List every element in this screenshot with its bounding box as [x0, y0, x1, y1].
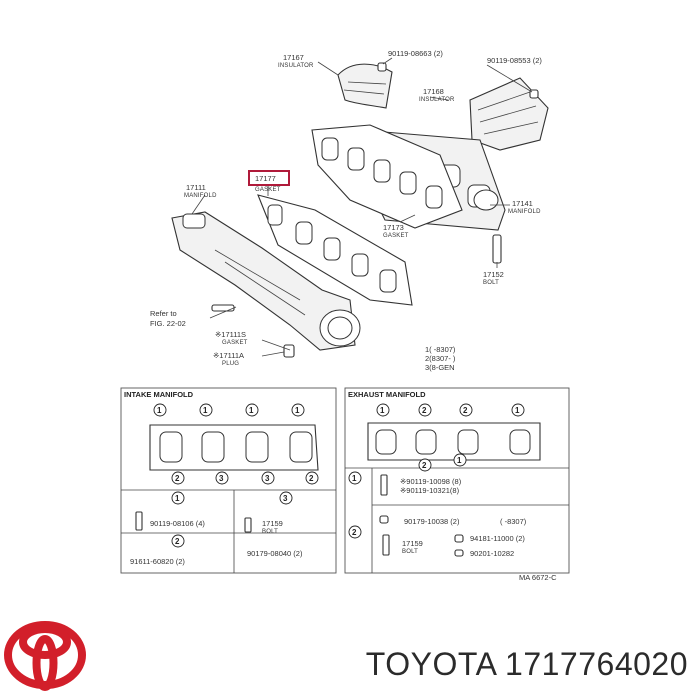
intake-manifold-panel: INTAKE MANIFOLD 1 1 1 1 2 3 3 2 1 3 2 90… — [120, 387, 337, 574]
label-17111: 17111 — [186, 183, 206, 192]
svg-text:1: 1 — [175, 494, 180, 503]
svg-text:2: 2 — [309, 474, 314, 483]
bolt-17152 — [492, 234, 502, 264]
label-17177-sub: GASKET — [255, 187, 281, 193]
insulator-17168 — [469, 77, 549, 151]
exhaust-90201-label: 90201-10282 — [470, 549, 514, 558]
svg-text:3: 3 — [283, 494, 288, 503]
intake-bolt-icon — [135, 511, 143, 531]
svg-text:1: 1 — [295, 406, 300, 415]
exhaust-17159-label: 17159 — [402, 539, 423, 548]
svg-text:3: 3 — [265, 474, 270, 483]
exhaust-bolt-b-label: ※90119-10321(8) — [400, 486, 460, 495]
svg-text:2: 2 — [175, 474, 180, 483]
label-refer-to: Refer to — [150, 309, 177, 318]
exhaust-bolt-icon — [380, 474, 388, 496]
toyota-logo-icon — [4, 621, 86, 691]
svg-text:2: 2 — [463, 406, 468, 415]
svg-text:2: 2 — [175, 537, 180, 546]
intake-bolt-label: 90119-08106 (4) — [150, 519, 205, 528]
brand-footer — [4, 621, 86, 691]
year-legend: 1( -8307) 2(8307- ) 3(8-GEN — [425, 345, 456, 372]
svg-text:1: 1 — [249, 406, 254, 415]
exhaust-bolt-a-label: ※90119-10098 (8) — [400, 477, 462, 486]
svg-text:2: 2 — [352, 528, 357, 537]
svg-text:1: 1 — [157, 406, 162, 415]
insulator-17167 — [337, 63, 393, 109]
svg-text:2: 2 — [422, 406, 427, 415]
label-17167-sub: INSULATOR — [278, 63, 314, 69]
exhaust-range-label: ( -8307) — [500, 517, 527, 526]
exhaust-gasket-drawing — [367, 422, 541, 461]
label-17173-sub: GASKET — [383, 233, 409, 239]
label-17111s: ※17111S — [215, 330, 246, 339]
exhaust-17159-icon — [382, 534, 390, 556]
label-17111a-sub: PLUG — [222, 361, 239, 367]
exhaust-94181-label: 94181-11000 (2) — [470, 534, 525, 543]
label-bolt-top-left: 90119-08663 (2) — [388, 49, 443, 58]
label-17168: 17168 — [423, 87, 444, 96]
intake-nut-label: 91611-60820 (2) — [130, 557, 185, 566]
exhaust-90201-icon — [454, 549, 464, 557]
svg-text:1: 1 — [515, 406, 520, 415]
gasket-17111s — [211, 304, 235, 312]
intake-17159-sub: BOLT — [262, 529, 278, 535]
leader-lines — [191, 57, 533, 357]
brand-caption: TOYOTA 1717764020 — [366, 646, 688, 683]
svg-text:2: 2 — [422, 461, 427, 470]
svg-text:1: 1 — [380, 406, 385, 415]
intake-90179-label: 90179-08040 (2) — [247, 549, 303, 558]
intake-panel-title: INTAKE MANIFOLD — [124, 390, 194, 399]
exhaust-manifold-panel: EXHAUST MANIFOLD 1 2 2 1 1 2 1 2 ※90119-… — [344, 387, 570, 574]
intake-manifold-17111 — [171, 211, 361, 351]
highlight-box-17177 — [248, 170, 290, 186]
intake-gasket-drawing — [149, 424, 319, 471]
plug-17111a — [283, 344, 295, 358]
part-number: 1717764020 — [505, 646, 688, 682]
intake-number-circles: 1 1 1 1 2 3 3 2 1 3 2 — [153, 403, 319, 548]
legend-line-2: 2(8307- ) — [425, 354, 456, 363]
exhaust-17159-sub: BOLT — [402, 549, 418, 555]
label-refer-fig: FIG. 22-02 — [150, 319, 186, 328]
diagram-code: MA 6672-C — [519, 573, 557, 582]
label-17141-sub: MANIFOLD — [508, 209, 541, 215]
legend-line-3: 3(8-GEN — [425, 363, 455, 372]
intake-gasket-17177 — [257, 194, 413, 306]
bolt-top-left — [377, 62, 387, 72]
intake-17159-label: 17159 — [262, 519, 283, 528]
legend-line-1: 1( -8307) — [425, 345, 456, 354]
svg-text:3: 3 — [219, 474, 224, 483]
label-17173: 17173 — [383, 223, 404, 232]
svg-text:1: 1 — [352, 474, 357, 483]
label-bolt-top-right: 90119-08553 (2) — [487, 56, 542, 65]
label-17111a: ※17111A — [213, 351, 244, 360]
exhaust-panel-title: EXHAUST MANIFOLD — [348, 390, 426, 399]
label-17152-sub: BOLT — [483, 280, 499, 286]
label-17168-sub: INSULATOR — [419, 97, 455, 103]
exhaust-nut-icon — [379, 515, 389, 524]
exhaust-94181-icon — [454, 534, 464, 543]
svg-text:1: 1 — [203, 406, 208, 415]
svg-text:1: 1 — [457, 456, 462, 465]
label-17167: 17167 — [283, 53, 304, 62]
exhaust-nut-label: 90179-10038 (2) — [404, 517, 460, 526]
exhaust-number-circles: 1 2 2 1 1 2 1 2 — [348, 403, 525, 539]
label-17111-sub: MANIFOLD — [184, 193, 217, 199]
label-17152: 17152 — [483, 270, 504, 279]
label-17141: 17141 — [512, 199, 533, 208]
label-17177: 17177 — [255, 174, 276, 183]
brand-name: TOYOTA — [365, 646, 496, 682]
intake-17159-icon — [244, 517, 252, 533]
label-17111s-sub: GASKET — [222, 340, 248, 346]
exhaust-gasket-17173 — [311, 124, 463, 229]
